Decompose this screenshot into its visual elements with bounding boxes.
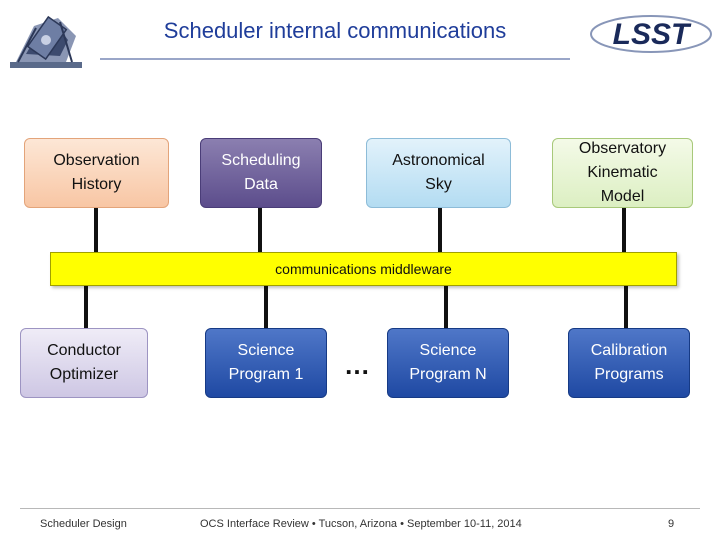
connector-line	[264, 286, 268, 328]
ellipsis: …	[344, 350, 370, 380]
science-program-1-box: Science Program 1	[205, 328, 327, 398]
connector-line	[94, 208, 98, 253]
connector-line	[258, 208, 262, 253]
connector-line	[84, 286, 88, 328]
footer-divider	[20, 508, 700, 509]
page-number: 9	[668, 518, 675, 530]
lsst-logo-text: LSST	[613, 18, 692, 51]
scheduling-data-box: Scheduling Data	[200, 138, 322, 208]
title-divider	[100, 58, 570, 60]
observation-history-box: Observation History	[24, 138, 169, 208]
calibration-programs-box: Calibration Programs	[568, 328, 690, 398]
connector-line	[622, 208, 626, 253]
conductor-optimizer-box: Conductor Optimizer	[20, 328, 148, 398]
observatory-kinematic-model-box: Observatory Kinematic Model	[552, 138, 693, 208]
connector-line	[444, 286, 448, 328]
connector-line	[624, 286, 628, 328]
slide-title: Scheduler internal communications	[163, 18, 507, 43]
science-program-n-box: Science Program N	[387, 328, 509, 398]
footer-left: Scheduler Design	[40, 518, 127, 530]
communications-middleware-bus: communications middleware	[50, 252, 677, 286]
astronomical-sky-box: Astronomical Sky	[366, 138, 511, 208]
connector-line	[438, 208, 442, 253]
lsst-logo-icon: LSST	[588, 8, 714, 58]
footer-center: OCS Interface Review • Tucson, Arizona •…	[200, 518, 522, 530]
telescope-logo-icon	[6, 6, 86, 72]
